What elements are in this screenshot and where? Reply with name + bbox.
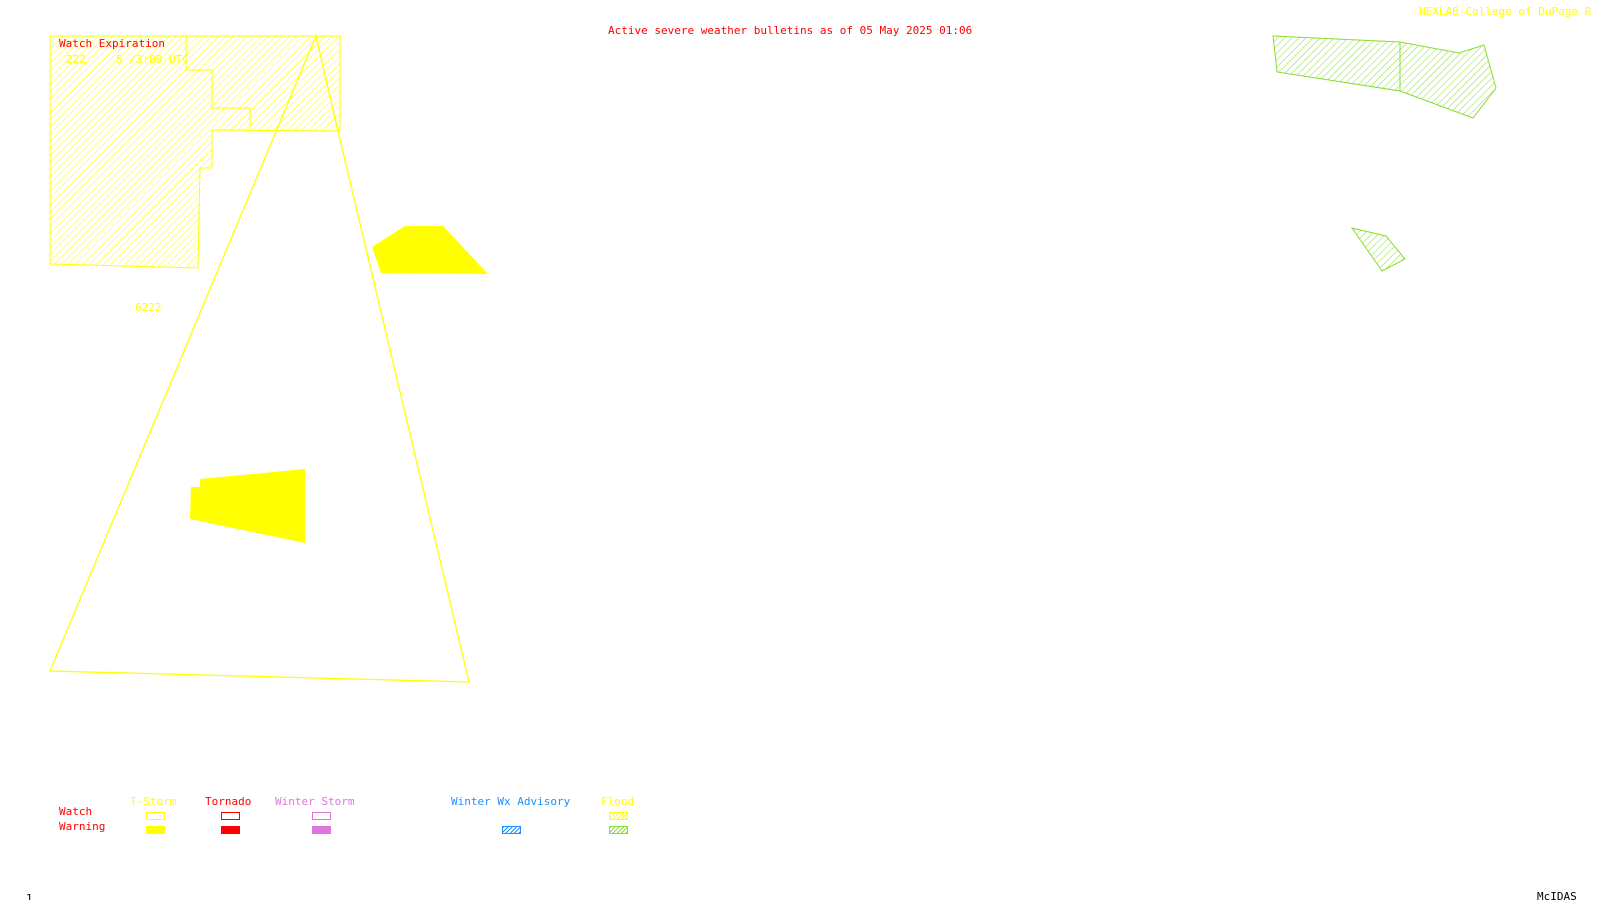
legend-row-watch: Watch	[59, 805, 93, 818]
legend-swatch-tornado-watch	[221, 812, 240, 820]
tstorm-warning-polygon-south	[190, 469, 305, 543]
legend-swatch-tstorm-warning	[146, 826, 165, 834]
frame-number: 1	[26, 892, 33, 900]
watch-expiration-number: 222	[66, 53, 86, 66]
flood-warning-area-ne-1	[1272, 35, 1401, 92]
legend-swatch-flood-watch	[609, 812, 628, 820]
flood-warning-area-ne-2	[1399, 41, 1497, 119]
flood-watch-area-west	[49, 35, 341, 269]
watch-expiration-heading: Watch Expiration	[59, 37, 165, 50]
legend-label-winter-advisory: Winter Wx Advisory	[451, 795, 571, 808]
legend-row-warning: Warning	[59, 820, 106, 833]
legend-swatch-winter-storm-warning	[312, 826, 331, 834]
source-credit: NEXLAB-College of DuPage R	[1419, 5, 1592, 18]
tstorm-watch-outline	[49, 33, 470, 683]
legend-swatch-winter-advisory	[502, 826, 521, 834]
legend-swatch-winter-storm-watch	[312, 812, 331, 820]
legend-label-winter-storm: Winter Storm	[275, 795, 355, 808]
legend-label-tornado: Tornado	[205, 795, 252, 808]
tstorm-warning-polygon-north	[372, 226, 488, 274]
legend-swatch-tornado-warning	[221, 826, 240, 834]
bulletin-title: Active severe weather bulletins as of 05…	[608, 24, 973, 37]
flood-warning-area-e	[1350, 227, 1406, 272]
watch-label: 6222	[135, 301, 162, 314]
legend-swatch-tstorm-watch	[146, 812, 165, 820]
legend-label-tstorm: T-Storm	[130, 795, 177, 808]
legend-label-flood: Flood	[601, 795, 635, 808]
watch-expiration-time: 5 /3:00 UTC	[116, 53, 189, 66]
legend-swatch-flood-warning	[609, 826, 628, 834]
flood-watch-inner-boundary	[185, 36, 251, 131]
software-label: McIDAS	[1537, 890, 1577, 900]
